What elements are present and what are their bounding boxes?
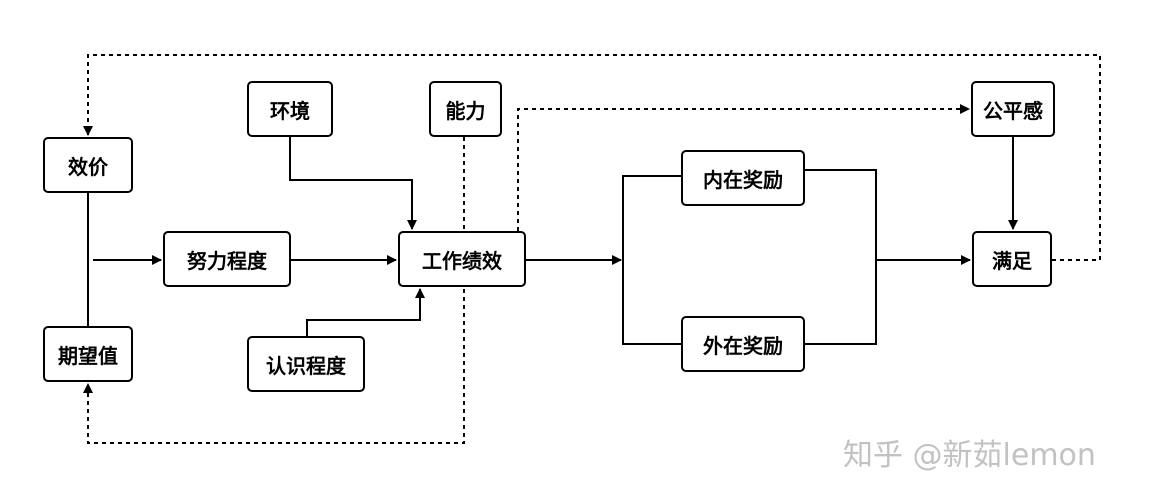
edge-ability-feedback-to-expectancy	[83, 137, 465, 444]
edge-satisfaction-feedback-to-valence	[83, 54, 1101, 261]
node-expectancy-label: 期望值	[58, 343, 118, 368]
node-intrinsic-reward-label: 内在奖励	[703, 167, 783, 192]
node-environment-label: 环境	[270, 98, 310, 123]
node-role-perception: 认识程度	[247, 336, 365, 392]
node-extrinsic-reward-label: 外在奖励	[703, 333, 783, 358]
node-satisfaction-label: 满足	[992, 248, 1032, 273]
node-valence-label: 效价	[68, 154, 108, 179]
node-intrinsic-reward: 内在奖励	[681, 150, 805, 206]
node-effort-label: 努力程度	[187, 248, 267, 273]
node-role-perception-label: 认识程度	[266, 353, 346, 378]
node-expectancy: 期望值	[43, 326, 133, 382]
node-ability-label: 能力	[445, 98, 486, 123]
node-extrinsic-reward: 外在奖励	[681, 316, 805, 372]
edge-performance-to-fairness	[517, 104, 970, 231]
edge-rewards-split	[622, 175, 681, 345]
edge-rewards-merge	[805, 169, 877, 345]
node-environment: 环境	[247, 81, 333, 137]
node-satisfaction: 满足	[972, 231, 1052, 287]
node-performance-label: 工作绩效	[422, 248, 502, 273]
node-ability: 能力	[429, 81, 502, 137]
edge-perception-to-performance	[306, 288, 425, 336]
node-valence: 效价	[43, 137, 133, 193]
edge-environment-to-performance	[289, 137, 417, 230]
node-perceived-fairness-label: 公平感	[983, 98, 1043, 123]
node-performance: 工作绩效	[398, 231, 526, 287]
node-effort: 努力程度	[163, 231, 291, 287]
node-perceived-fairness: 公平感	[971, 81, 1055, 137]
watermark-text: 知乎 @新茹lemon	[843, 438, 1096, 473]
